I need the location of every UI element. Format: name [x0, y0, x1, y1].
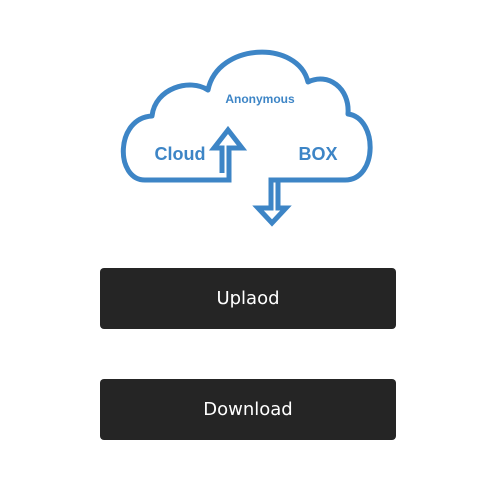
upload-arrow-icon [208, 125, 248, 183]
cloud-logo-graphic: Anonymous Cloud BOX [120, 49, 373, 227]
download-arrow-icon [252, 177, 292, 227]
upload-button[interactable]: Uplaod [100, 268, 396, 329]
download-button[interactable]: Download [100, 379, 396, 440]
logo-text-anonymous: Anonymous [225, 92, 295, 106]
cloud-outline [120, 49, 373, 183]
cloud-box-logo: Anonymous Cloud BOX [110, 30, 390, 230]
logo-text-box: BOX [298, 144, 337, 164]
logo-text-cloud: Cloud [155, 144, 206, 164]
